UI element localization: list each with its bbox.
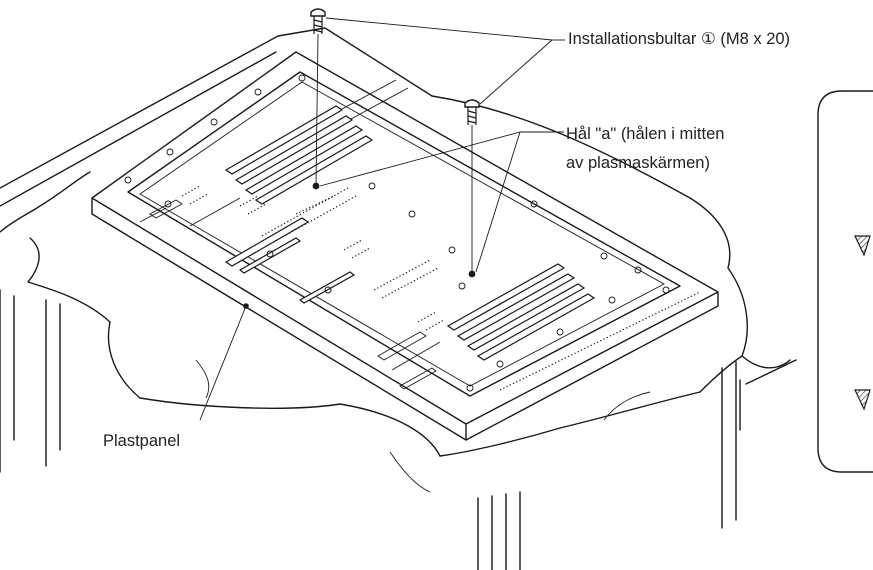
right-slots: [446, 263, 596, 361]
left-slots: [224, 105, 374, 205]
hatched-mark-icon: [854, 235, 871, 257]
hatched-mark-icon: [854, 389, 871, 411]
hole-a-label-continued: av plasmaskärmen): [566, 154, 710, 172]
plasma-display: [91, 51, 719, 441]
inset-frame: [817, 90, 873, 473]
plastic-panel-label: Plastpanel: [103, 432, 181, 450]
leader-lines: [199, 17, 565, 421]
bolt-icon: [464, 99, 480, 274]
screw-holes: [124, 74, 670, 392]
table: [0, 27, 797, 570]
vent-bands: [181, 185, 445, 331]
cloth: [0, 95, 791, 493]
bolts-label: Installationsbultar ① (M8 x 20): [568, 30, 791, 48]
bolt-icon: [310, 8, 326, 187]
hole-a-label: Hål "a" (hålen i mitten: [566, 125, 725, 143]
